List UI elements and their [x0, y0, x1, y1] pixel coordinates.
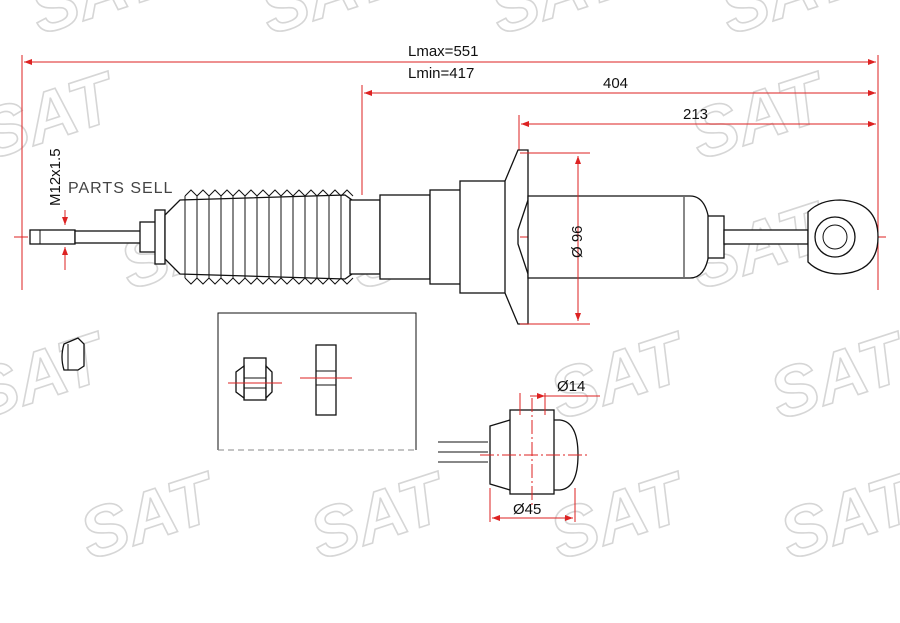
washer	[300, 344, 352, 416]
watermark-logo: SAT	[71, 457, 228, 574]
watermark-logo: SAT	[301, 457, 458, 574]
hardware-inset	[217, 312, 417, 451]
lmax-label: Lmax=551	[408, 43, 478, 60]
d404-label: 404	[603, 75, 628, 92]
rubber-cap	[61, 337, 85, 371]
watermark-logo: SAT	[21, 0, 178, 49]
bushing-inner-label: Ø14	[557, 378, 585, 395]
mounting-bracket	[504, 149, 529, 325]
watermark-layer: SATSATSATSATSATSATSATSATSATSATSATSATSATS…	[0, 0, 900, 575]
watermark-logo: SAT	[541, 317, 698, 434]
d213-label: 213	[683, 106, 708, 123]
watermark-logo: SAT	[761, 317, 900, 434]
lower-rod	[707, 215, 809, 259]
thread-label: M12x1.5	[47, 148, 64, 206]
watermark-logo: SAT	[771, 457, 900, 574]
dust-boot	[164, 189, 354, 285]
watermark-logo: SAT	[481, 0, 638, 49]
lock-nut	[228, 357, 282, 401]
body-diameter-label: Ø 96	[569, 225, 586, 258]
bushing-detail	[438, 393, 600, 522]
parts-sell-overlay: PARTS SELL	[68, 180, 173, 197]
watermark-logo: SAT	[0, 317, 118, 434]
watermark-logo: SAT	[711, 0, 868, 49]
upper-tube	[349, 180, 511, 294]
watermark-logo: SAT	[251, 0, 408, 49]
eye-mount	[807, 199, 879, 275]
lower-body	[527, 195, 711, 279]
bushing-outer-label: Ø45	[513, 501, 541, 518]
lmin-label: Lmin=417	[408, 65, 474, 82]
